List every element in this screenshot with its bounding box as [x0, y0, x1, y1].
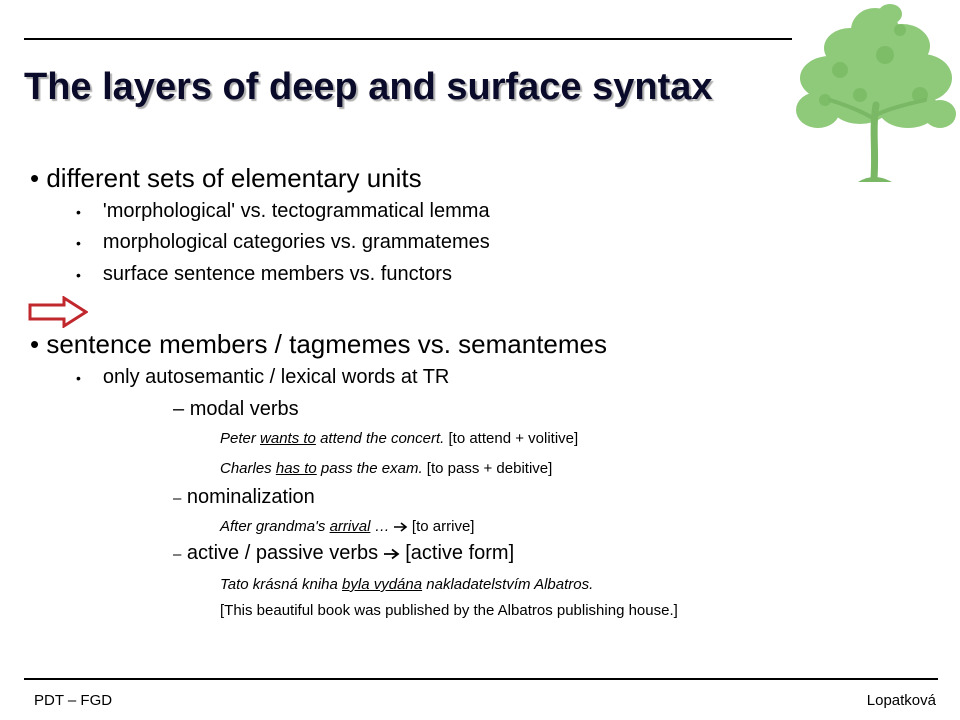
bullet-text: different sets of elementary units — [46, 163, 422, 193]
bullet-units: • different sets of elementary units — [30, 163, 422, 194]
footer-left: PDT – FGD — [34, 692, 113, 709]
item-gloss: [active form] — [399, 542, 515, 564]
sub-bullet-autosemantic: • only autosemantic / lexical words at TR — [76, 366, 449, 389]
tree-illustration — [796, 4, 956, 182]
item-nominalization: – nominalization — [173, 486, 315, 509]
top-rule — [24, 38, 792, 40]
sub-bullet-text: morphological categories vs. grammatemes — [102, 231, 490, 253]
example-modal-1: Peter wants to attend the concert. [to a… — [220, 430, 579, 447]
dash: – — [173, 490, 182, 507]
bullet-dot: • — [76, 370, 81, 386]
sub-bullet-members: • surface sentence members vs. functors — [76, 263, 452, 286]
outline-right-arrow-icon — [28, 296, 88, 328]
bullet-dot: • — [30, 163, 40, 193]
slide-title: The layers of deep and surface syntax — [24, 66, 713, 108]
right-arrow-icon — [393, 522, 408, 532]
example-nominalization: After grandma's arrival … [to arrive] — [220, 518, 475, 535]
sub-bullet-text: only autosemantic / lexical words at TR — [102, 366, 450, 388]
sub-bullet-categories: • morphological categories vs. grammateme… — [76, 231, 490, 254]
item-label: modal verbs — [189, 398, 299, 420]
bullet-dot: • — [30, 329, 40, 359]
footer-right: Lopatková — [866, 692, 936, 709]
sub-bullet-text: 'morphological' vs. tectogrammatical lem… — [102, 200, 490, 222]
bullet-semantemes: • sentence members / tagmemes vs. semant… — [30, 329, 607, 360]
dash: – — [173, 398, 185, 420]
item-label: nominalization — [186, 486, 315, 508]
bullet-dot: • — [76, 267, 81, 283]
item-label: active / passive verbs — [186, 542, 384, 564]
bullet-dot: • — [76, 204, 81, 220]
example-passive: Tato krásná kniha byla vydána nakladatel… — [220, 576, 594, 593]
bullet-text: sentence members / tagmemes vs. semantem… — [46, 329, 608, 359]
example-modal-2: Charles has to pass the exam. [to pass +… — [220, 460, 553, 477]
sub-bullet-text: surface sentence members vs. functors — [102, 263, 452, 285]
example-passive-translation: [This beautiful book was published by th… — [220, 602, 678, 619]
dash: – — [173, 546, 182, 563]
footer-rule — [24, 678, 938, 680]
item-active-passive: – active / passive verbs [active form] — [173, 542, 514, 565]
sub-bullet-lemma: • 'morphological' vs. tectogrammatical le… — [76, 200, 490, 223]
item-modal-verbs: – modal verbs — [173, 398, 299, 421]
right-arrow-icon — [383, 548, 400, 559]
bullet-dot: • — [76, 235, 81, 251]
